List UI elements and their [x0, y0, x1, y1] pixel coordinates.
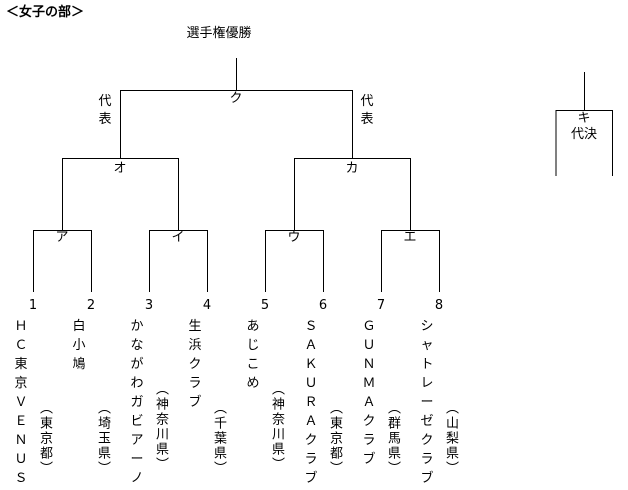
- team-pref-4: （千葉県）: [211, 401, 226, 476]
- match-label-a: ア: [55, 230, 69, 245]
- match-label-ka: カ: [345, 161, 359, 176]
- team-pref-6: （東京都）: [327, 401, 342, 476]
- daihyo-label-right: 代表: [359, 93, 375, 129]
- team-name-3: かながわガビアーノ: [130, 319, 144, 486]
- team-name-1: ＨＣ東京ＶＥＮＵＳ: [14, 319, 28, 486]
- team-name-5: あじこめ: [246, 319, 260, 391]
- team-name-2: 白小鳩: [72, 319, 86, 372]
- team-number-8: 8: [434, 298, 444, 313]
- third-place-box-label: キ 代決: [564, 111, 604, 143]
- team-name-6: ＳＡＫＵＲＡクラブ: [304, 319, 318, 486]
- match-label-i: イ: [171, 230, 185, 245]
- team-pref-3: （神奈川県）: [153, 382, 168, 472]
- daihyo-text-left: 代表: [98, 94, 112, 127]
- daihyo-label-left: 代表: [97, 93, 113, 129]
- team-pref-1: （東京都）: [37, 401, 52, 476]
- team-name-4: 生浜クラブ: [188, 319, 202, 410]
- team-pref-2: （埼玉県）: [95, 401, 110, 476]
- team-number-6: 6: [318, 298, 328, 313]
- match-label-o: オ: [113, 161, 127, 176]
- kettei-label: 代決: [570, 127, 597, 142]
- team-name-7: ＧＵＮＭＡクラブ: [362, 319, 376, 467]
- match-label-e: エ: [403, 230, 417, 245]
- team-number-3: 3: [144, 298, 154, 313]
- team-number-2: 2: [86, 298, 96, 313]
- team-pref-5: （神奈川県）: [269, 382, 284, 472]
- champion-label: 選手権優勝: [186, 26, 252, 41]
- team-pref-7: （群馬県）: [385, 401, 400, 476]
- team-name-8: シャトレーゼクラブ: [420, 319, 434, 486]
- match-label-u: ウ: [287, 230, 301, 245]
- section-title: ＜女子の部＞: [6, 5, 85, 20]
- match-label-ku: ク: [229, 91, 243, 106]
- team-number-7: 7: [376, 298, 386, 313]
- team-number-1: 1: [28, 298, 38, 313]
- daihyo-text-right: 代表: [360, 94, 374, 127]
- team-pref-8: （山梨県）: [443, 401, 458, 476]
- match-label-ki: キ: [577, 111, 591, 126]
- team-number-4: 4: [202, 298, 212, 313]
- team-number-5: 5: [260, 298, 270, 313]
